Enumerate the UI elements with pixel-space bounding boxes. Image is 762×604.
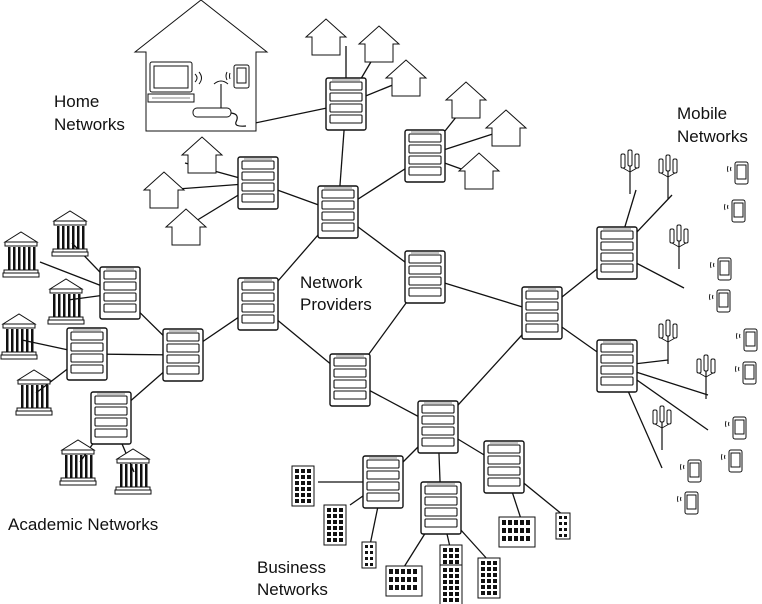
house-icon [165, 208, 207, 246]
cell-tower-icon [620, 149, 640, 195]
office-building-icon [477, 557, 501, 599]
mobile-phone-icon [727, 161, 749, 185]
office-building-icon [291, 465, 315, 507]
cell-tower-icon [658, 154, 678, 200]
mobile-phone-icon [680, 459, 702, 483]
server-icon [362, 455, 404, 509]
house-icon [458, 152, 500, 190]
university-icon [0, 313, 38, 360]
mobile-phone-icon [725, 416, 747, 440]
house-icon [445, 81, 487, 119]
server-icon [99, 266, 141, 320]
house-icon [485, 109, 527, 147]
office-building-icon [498, 516, 536, 548]
home-network-large-house [133, 0, 269, 132]
server-icon [404, 250, 446, 304]
business-networks-label-line2: Networks [257, 580, 328, 599]
server-icon [162, 328, 204, 382]
house-icon [143, 171, 185, 209]
server-icon [329, 353, 371, 407]
house-icon [358, 25, 400, 63]
network-providers-label-line1: Network [300, 273, 363, 292]
mobile-phone-icon [736, 328, 758, 352]
mobile-networks-label-line1: Mobile [677, 104, 727, 123]
business-networks-label-line1: Business [257, 558, 326, 577]
academic-networks-label: Academic Networks [8, 515, 158, 534]
server-icon [420, 481, 462, 535]
server-icon [417, 400, 459, 454]
server-icon [317, 185, 359, 239]
mobile-phone-icon [710, 257, 732, 281]
cell-tower-icon [652, 405, 672, 451]
mobile-phone-icon [724, 199, 746, 223]
home-networks-label-line1: Home [54, 92, 99, 111]
office-building-icon [439, 544, 463, 604]
mobile-networks-label-line2: Networks [677, 127, 748, 146]
server-icon [596, 226, 638, 280]
mobile-phone-icon [709, 289, 731, 313]
house-icon [305, 18, 347, 56]
university-icon [114, 448, 152, 495]
office-building-icon [323, 504, 347, 546]
server-icon [66, 327, 108, 381]
mobile-phone-icon [677, 491, 699, 515]
server-icon [483, 440, 525, 494]
office-building-icon [555, 512, 571, 540]
server-icon [237, 156, 279, 210]
wireless-router-icon [192, 80, 247, 127]
house-icon [385, 59, 427, 97]
server-icon [521, 286, 563, 340]
cell-tower-icon [669, 224, 689, 270]
house-icon [181, 136, 223, 174]
office-building-icon [385, 565, 423, 597]
server-icon [237, 277, 279, 331]
computer-icon [147, 61, 202, 103]
university-icon [2, 231, 40, 278]
server-icon [596, 339, 638, 393]
university-icon [47, 278, 85, 325]
mobile-phone-icon [721, 449, 743, 473]
office-building-icon [361, 541, 377, 569]
server-icon [404, 129, 446, 183]
university-icon [15, 369, 53, 416]
cell-tower-icon [658, 319, 678, 365]
server-icon [90, 391, 132, 445]
server-icon [325, 77, 367, 131]
mobile-phone-icon [735, 361, 757, 385]
mobile-phone-icon [225, 64, 250, 89]
network-providers-label-line2: Providers [300, 295, 372, 314]
home-networks-label-line2: Networks [54, 115, 125, 134]
university-icon [51, 210, 89, 257]
